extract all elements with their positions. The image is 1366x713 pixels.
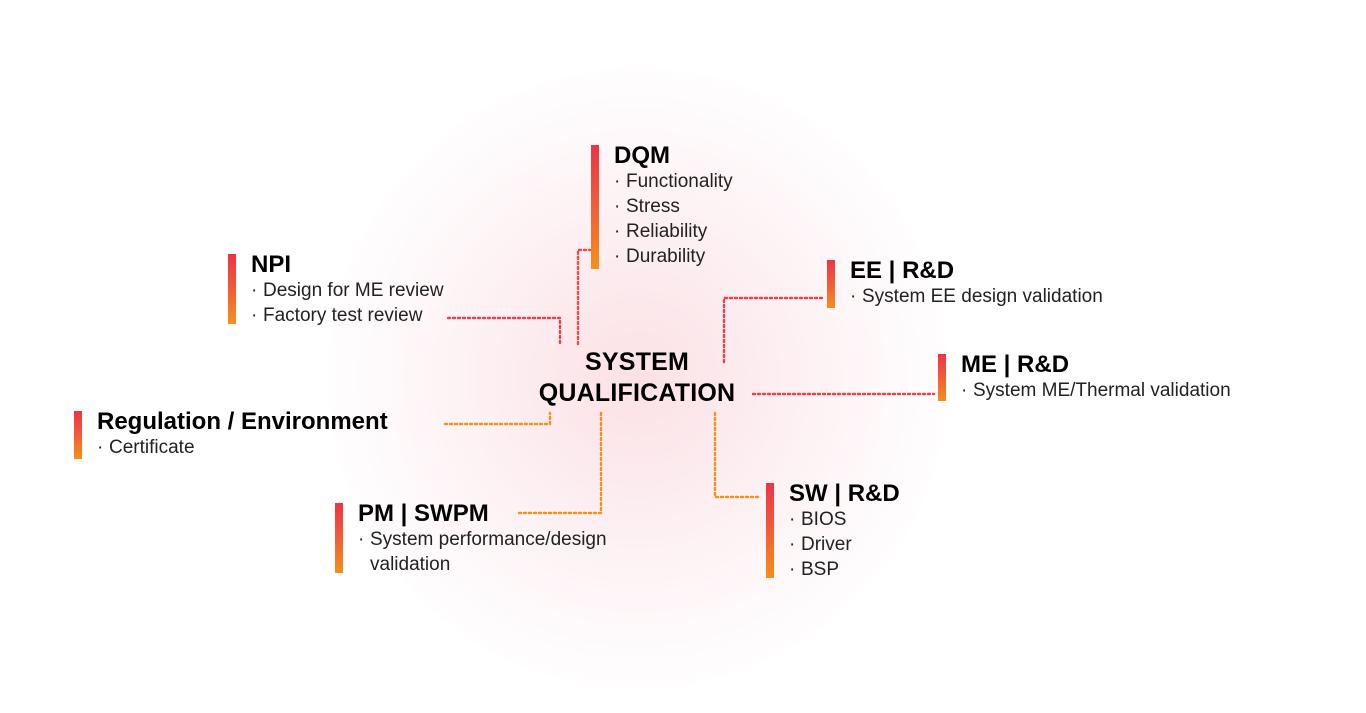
node-title: DQM (614, 142, 670, 169)
accent-bar (766, 483, 774, 578)
list-item: ·Factory test review (251, 305, 423, 326)
list-item-continuation: validation (370, 554, 451, 575)
node-title: ME | R&D (961, 351, 1070, 378)
accent-bar (335, 503, 343, 573)
system-qualification-title: SYSTEM QUALIFICATION (522, 347, 752, 409)
list-item: ·Certificate (97, 437, 195, 458)
node-title: NPI (251, 251, 292, 278)
list-item: ·System performance/design (358, 529, 607, 550)
node-title: SW | R&D (789, 480, 900, 507)
connector-dqm (576, 248, 592, 346)
center-line-1: SYSTEM (585, 348, 689, 376)
accent-bar (827, 260, 835, 308)
accent-bar (228, 254, 236, 324)
accent-bar (591, 145, 599, 269)
node-title: PM | SWPM (358, 500, 489, 527)
list-item: ·Design for ME review (251, 280, 444, 301)
accent-bar (938, 354, 946, 401)
connector-sw (713, 411, 762, 499)
list-item: ·Functionality (614, 171, 733, 192)
list-item: ·BIOS (789, 509, 847, 530)
connector-npi (446, 316, 562, 346)
list-item: ·BSP (789, 559, 840, 580)
list-item: ·System EE design validation (850, 286, 1103, 307)
connector-ee (722, 296, 824, 364)
node-title: EE | R&D (850, 257, 955, 284)
connector-pm (516, 411, 603, 515)
list-item: ·Stress (614, 196, 680, 217)
node-title: Regulation / Environment (97, 408, 388, 435)
list-item: ·Durability (614, 246, 706, 267)
background-glow (328, 68, 948, 688)
list-item: ·Driver (789, 534, 852, 555)
accent-bar (74, 411, 82, 459)
list-item: ·System ME/Thermal validation (961, 380, 1231, 401)
center-line-2: QUALIFICATION (538, 379, 736, 407)
list-item: ·Reliability (614, 221, 708, 242)
connector-regulation (443, 411, 552, 426)
